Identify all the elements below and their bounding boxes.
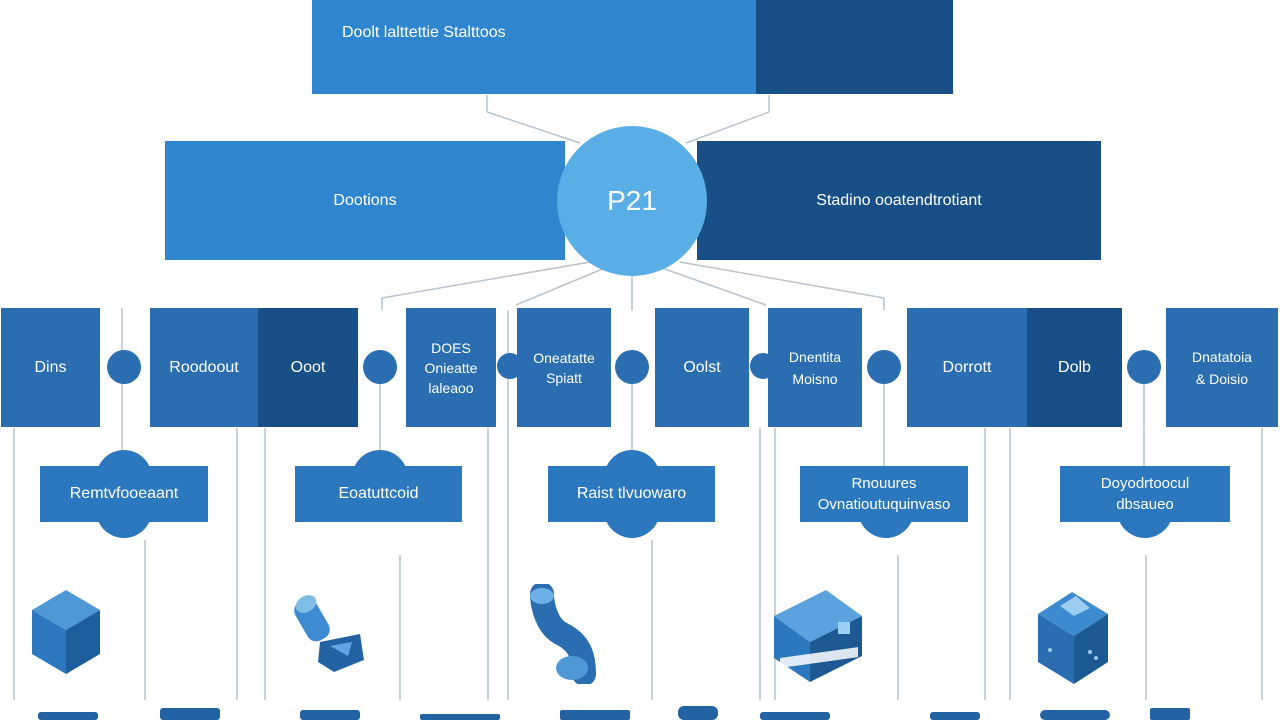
- row-box-8: Dorrott: [907, 308, 1027, 427]
- package-icon: [1038, 592, 1108, 684]
- top-box: Doolt lalttettie Stalttoos: [312, 0, 768, 94]
- sub-box-2: Eoatuttcoid: [295, 466, 462, 522]
- row-box-2: Roodoout: [150, 308, 258, 427]
- row-box-6: Oolst: [655, 308, 749, 427]
- row-box-5: Oneatatte Spiatt: [517, 308, 611, 427]
- row-connector-dot-6: [867, 350, 901, 384]
- sub-box-1: Remtvfooeaant: [40, 466, 208, 522]
- row-box-6-label: Oolst: [683, 358, 721, 376]
- bottom-icon-strip: [38, 706, 1190, 720]
- row-box-3-label: Ooot: [290, 358, 326, 376]
- row-connector-dot-5: [750, 353, 776, 379]
- top-box-dark-half: [756, 0, 953, 94]
- right-block: Stadino ooatendtrotiant: [697, 141, 1101, 260]
- row-box-5-label: Oneatatte Spiatt: [533, 349, 595, 386]
- sub-box-5-label: Doyodrtoocul dbsaueo: [1100, 475, 1190, 513]
- row-connector-dot-7: [1127, 350, 1161, 384]
- pipe-elbow-icon: [294, 595, 364, 672]
- row-box-7-label: Dnentita Moisno: [788, 348, 842, 387]
- row-box-7: Dnentita Moisno: [768, 308, 862, 427]
- row-box-10-label: Dnatatoia & Doisio: [1192, 348, 1252, 387]
- sub-box-4-label: Rnouures Ovnatioutuquinvaso: [817, 475, 951, 513]
- left-block: Dootions: [165, 141, 565, 260]
- sub-box-1-label: Remtvfooeaant: [69, 485, 179, 502]
- row-box-4: DOES Onieatte laleaoo: [406, 308, 496, 427]
- sub-box-3: Raist tlvuowaro: [548, 466, 715, 522]
- row-box-4-label: DOES Onieatte laleaoo: [424, 339, 478, 396]
- row-box-8-label: Dorrott: [942, 358, 992, 376]
- right-block-label: Stadino ooatendtrotiant: [816, 191, 982, 209]
- row-box-10: Dnatatoia & Doisio: [1166, 308, 1278, 427]
- row-connector-dot-3: [497, 353, 523, 379]
- bent-pipe-icon: [530, 584, 596, 684]
- hub-label: P21: [607, 185, 657, 216]
- row-box-9: Dolb: [1027, 308, 1122, 427]
- row-box-1-label: Dins: [34, 358, 67, 376]
- row-connector-dot-2: [363, 350, 397, 384]
- sub-box-4: Rnouures Ovnatioutuquinvaso: [800, 466, 968, 522]
- crate-icon: [774, 590, 862, 682]
- row-connector-dot-4: [615, 350, 649, 384]
- sub-box-3-label: Raist tlvuowaro: [576, 485, 687, 502]
- row-box-2-label: Roodoout: [169, 358, 239, 376]
- row-box-3: Ooot: [258, 308, 358, 427]
- row-connector-dot-1: [107, 350, 141, 384]
- top-box-label: Doolt lalttettie Stalttoos: [342, 24, 506, 41]
- left-block-label: Dootions: [333, 191, 397, 209]
- row-box-1: Dins: [1, 308, 100, 427]
- hub-node: P21: [557, 126, 707, 276]
- cube-icon: [32, 590, 100, 674]
- sub-box-2-label: Eoatuttcoid: [338, 485, 419, 502]
- row-box-9-label: Dolb: [1058, 358, 1091, 376]
- sub-box-5: Doyodrtoocul dbsaueo: [1060, 466, 1230, 522]
